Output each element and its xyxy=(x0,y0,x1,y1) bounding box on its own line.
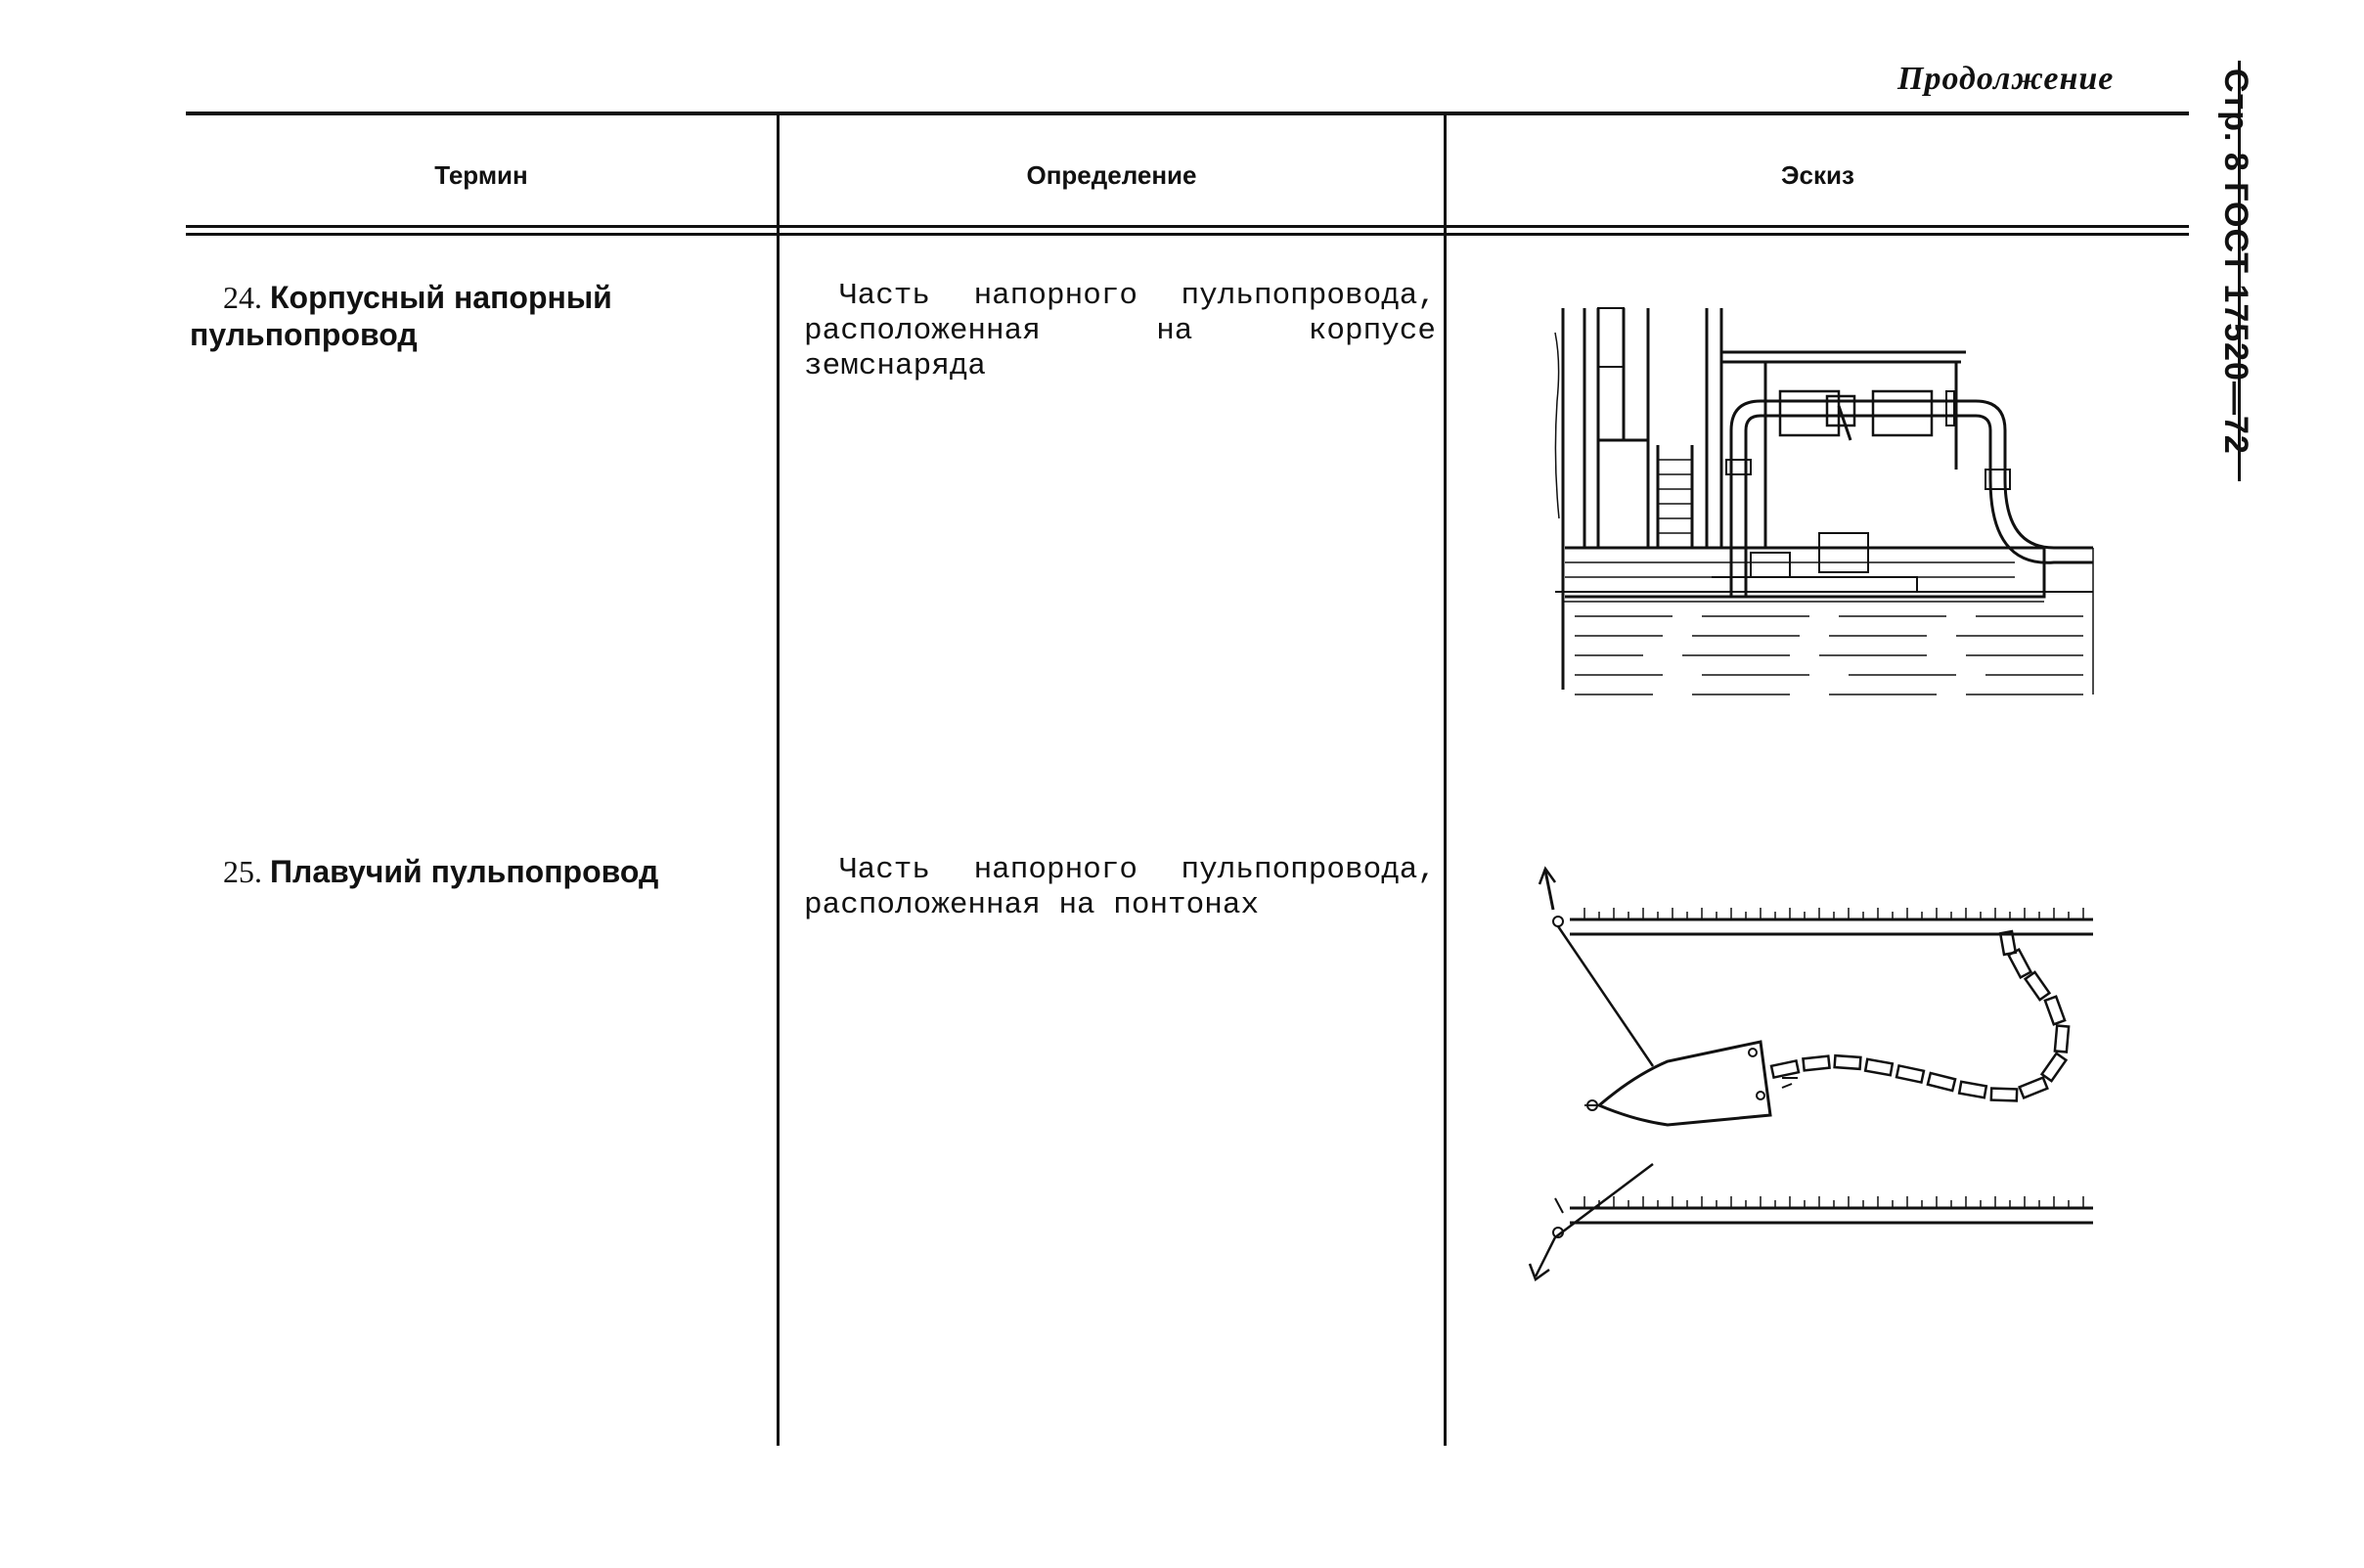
header-bottom-rule-1 xyxy=(186,225,2189,228)
term-24: 24. Корпусный напорный пульпопровод xyxy=(190,279,767,353)
hull-pipeline-drawing xyxy=(1554,307,2094,695)
side-rule xyxy=(2238,61,2241,481)
column-divider-2 xyxy=(1444,115,1447,1446)
term-25: 25. Плавучий пульпопровод xyxy=(190,853,767,890)
definition-25: Часть напорного пульпопровода, расположе… xyxy=(804,853,1436,922)
continuation-label: Продолжение xyxy=(1897,61,2115,97)
floating-pipeline-drawing xyxy=(1528,866,2093,1281)
page-side-label: Стр. 8 ГОСТ 17520—72 xyxy=(2217,68,2254,455)
term-number: 25. xyxy=(223,854,262,889)
column-header-sketch: Эскиз xyxy=(1781,160,1854,190)
header-bottom-rule-2 xyxy=(186,233,2189,236)
term-text: Плавучий пульпопровод xyxy=(270,854,659,889)
term-text: Корпусный напорный пульпопровод xyxy=(190,280,612,352)
term-number: 24. xyxy=(223,280,262,315)
definition-24: Часть напорного пульпопровода, расположе… xyxy=(804,279,1436,383)
table-top-rule xyxy=(186,112,2189,115)
column-header-term: Термин xyxy=(434,160,528,190)
column-divider-1 xyxy=(777,115,780,1446)
column-header-definition: Определение xyxy=(1026,160,1197,190)
